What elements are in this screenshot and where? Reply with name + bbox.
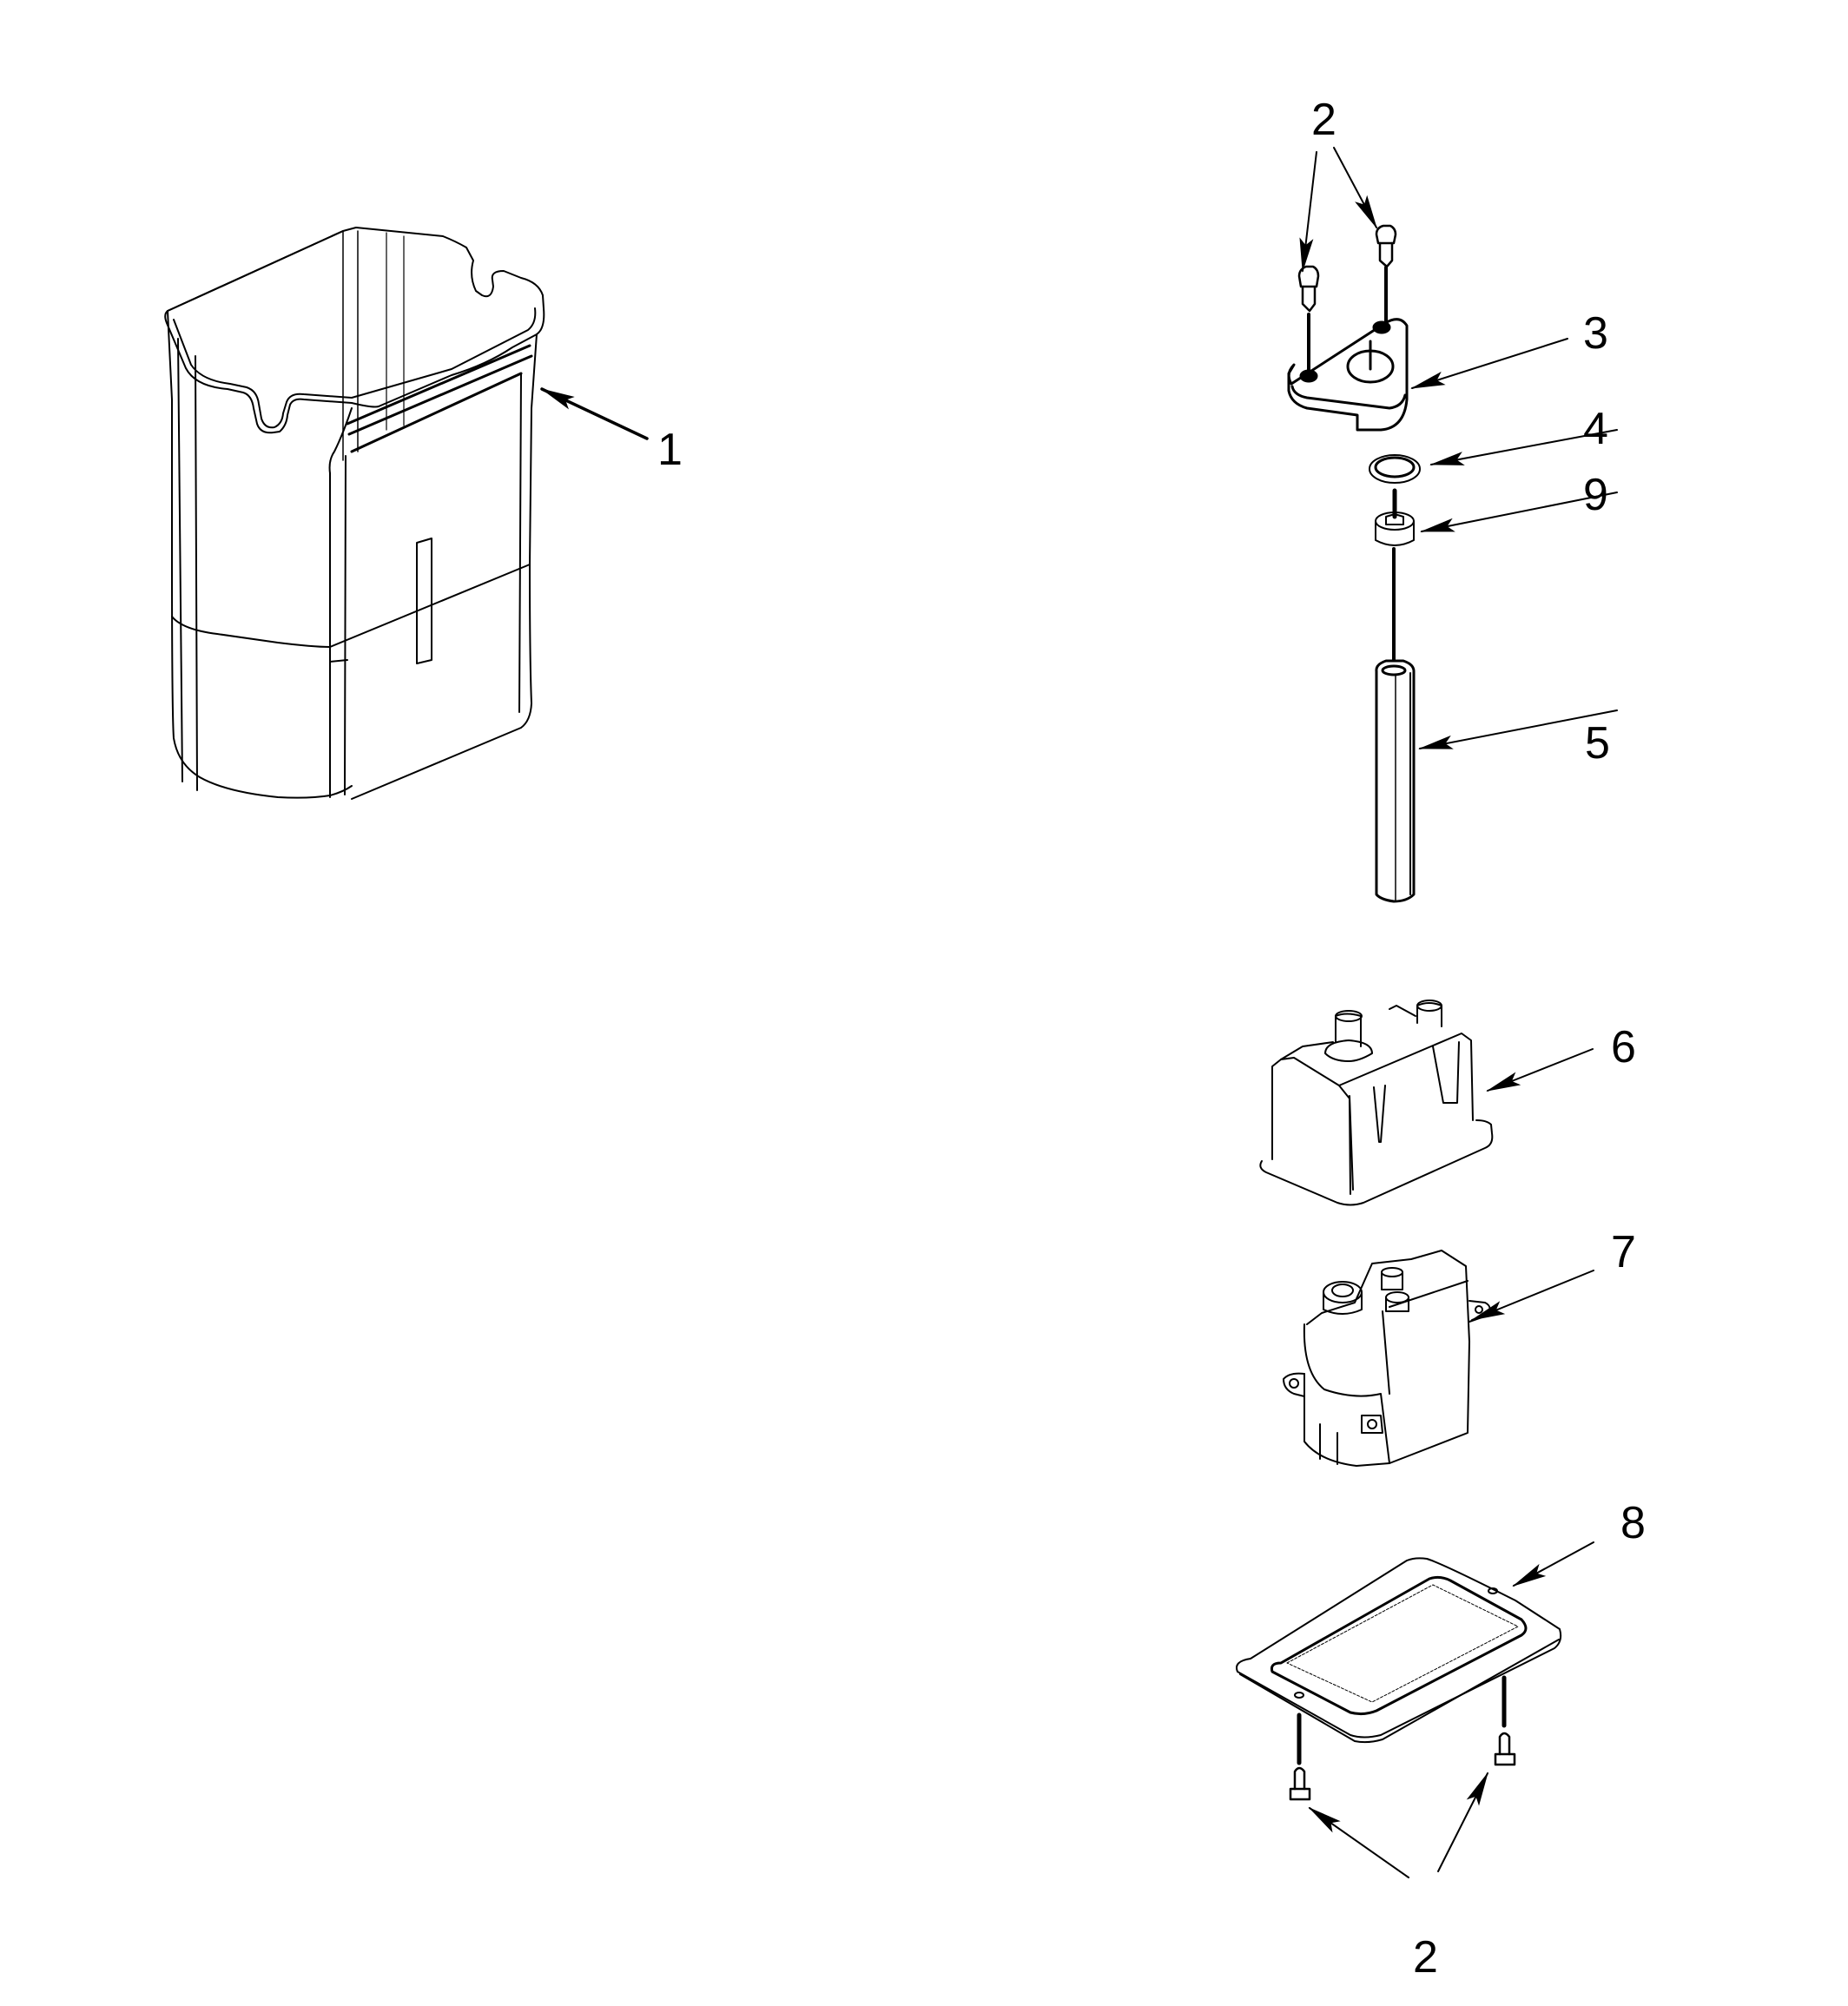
part-3-bracket bbox=[1287, 318, 1409, 432]
callout-label-7: 7 bbox=[1611, 1227, 1636, 1277]
callout-2-bottom-leaders bbox=[1308, 1772, 1488, 1878]
part-1-ice-bin bbox=[164, 227, 545, 800]
callout-1-leader bbox=[540, 387, 649, 440]
callout-label-2-bottom: 2 bbox=[1413, 1932, 1438, 1983]
callout-7-leader bbox=[1470, 1270, 1594, 1321]
callout-label-9: 9 bbox=[1583, 470, 1608, 520]
callout-label-5: 5 bbox=[1585, 718, 1610, 769]
callout-label-2-top: 2 bbox=[1311, 95, 1336, 145]
callout-9-leader bbox=[1420, 492, 1618, 532]
callout-label-3: 3 bbox=[1583, 308, 1608, 359]
part-6-housing bbox=[1259, 1000, 1494, 1206]
part-7-motor bbox=[1283, 1250, 1491, 1467]
callout-3-leader bbox=[1410, 338, 1568, 389]
callout-label-1: 1 bbox=[657, 425, 683, 475]
part-4-washer bbox=[1369, 454, 1421, 484]
callout-4-leader bbox=[1429, 429, 1618, 465]
part-8-plate bbox=[1236, 1557, 1562, 1744]
callout-6-leader bbox=[1486, 1048, 1594, 1092]
callout-label-8: 8 bbox=[1620, 1498, 1646, 1548]
callout-label-4: 4 bbox=[1583, 404, 1608, 454]
callout-label-6: 6 bbox=[1611, 1022, 1636, 1072]
part-9-bushing bbox=[1375, 511, 1415, 546]
part-2-bottom-screws bbox=[1289, 1675, 1516, 1801]
callout-5-leader bbox=[1418, 709, 1618, 749]
part-2-top-screws bbox=[1297, 224, 1397, 375]
callout-8-leader bbox=[1512, 1541, 1594, 1587]
part-5-shaft bbox=[1375, 659, 1416, 903]
callout-2-top-leaders bbox=[1299, 147, 1377, 273]
